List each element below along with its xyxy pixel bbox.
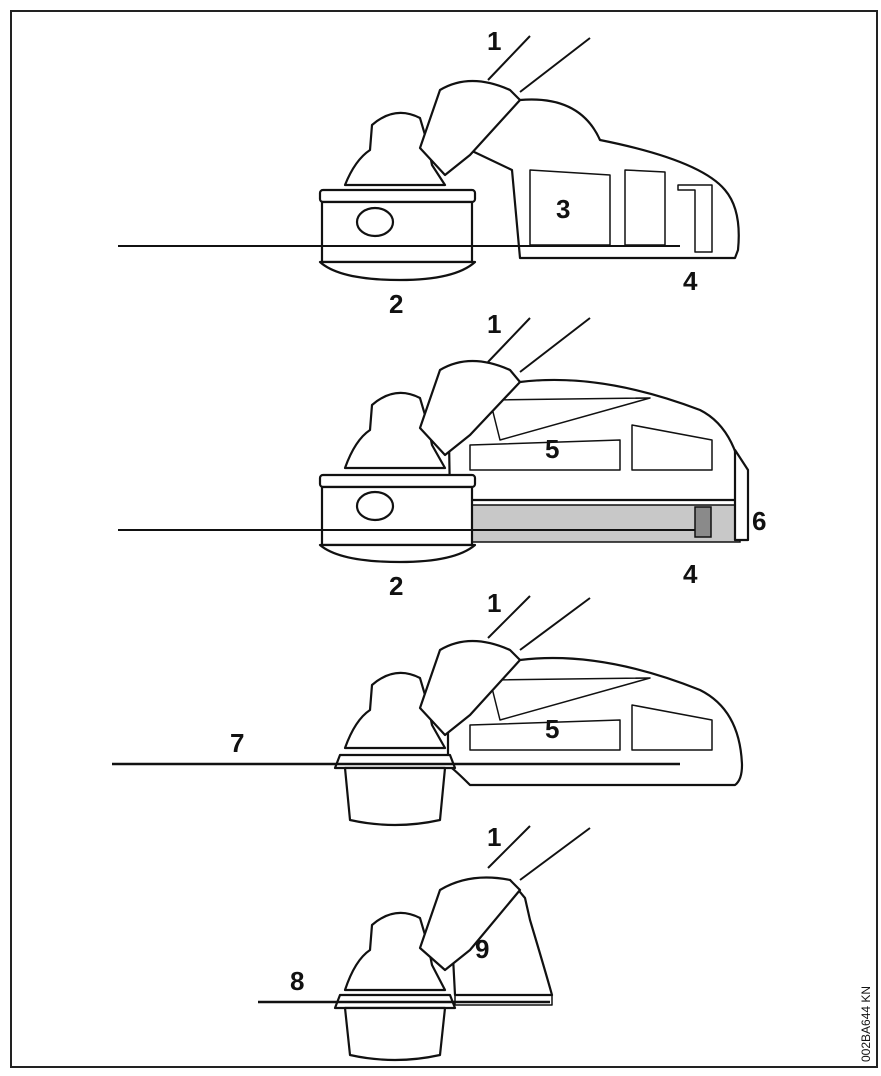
gearbox-housing <box>343 111 447 187</box>
line-limiter-blade <box>677 184 713 253</box>
head-cap <box>318 260 477 282</box>
label-9-fig4: 9 <box>475 934 489 964</box>
gearbox-arm <box>418 876 522 972</box>
head-top-rim <box>318 188 477 204</box>
label-7-fig3: 7 <box>230 728 244 758</box>
gearbox-housing <box>343 391 447 470</box>
shaft-line-a <box>487 825 531 869</box>
head-eyelet <box>355 490 395 522</box>
label-1-fig3: 1 <box>487 588 501 618</box>
mowing-head-body <box>320 485 474 547</box>
shaft-line-a <box>487 35 531 81</box>
line-limiter-blade <box>694 506 712 538</box>
head-cap <box>318 543 477 564</box>
guard-fin <box>489 677 651 721</box>
gearbox-housing <box>343 671 447 750</box>
label-6-fig2: 6 <box>752 506 766 536</box>
deflector-guard-shape <box>468 98 740 260</box>
label-1-fig2: 1 <box>487 309 501 339</box>
guard-rib <box>631 704 713 751</box>
blade-guard-edge <box>454 994 553 1006</box>
shaft-line-a <box>487 317 531 363</box>
guard-panel-5 <box>469 719 621 751</box>
gearbox-arm <box>418 360 522 457</box>
label-1-fig4: 1 <box>487 822 501 852</box>
gearbox-housing <box>343 911 447 992</box>
label-1-fig1: 1 <box>487 26 501 56</box>
label-8-fig4: 8 <box>290 966 304 996</box>
shaft-line-b <box>519 317 591 373</box>
skirt-clip-6 <box>733 448 750 542</box>
figure-3-guard-with-blade <box>112 595 744 827</box>
figure-1-guard-with-line-head <box>118 35 740 282</box>
figure-code: 002BA644 KN <box>859 986 873 1062</box>
shaft-line-b <box>519 827 591 881</box>
thrust-plate <box>343 766 447 827</box>
label-2-fig1: 2 <box>389 289 403 319</box>
thrust-plate <box>343 1006 447 1062</box>
figure-4-blade-guard <box>258 825 591 1062</box>
head-eyelet <box>355 206 395 238</box>
label-4-fig1: 4 <box>683 266 698 296</box>
shaft-line-a <box>487 595 531 639</box>
guard-rib <box>631 424 713 471</box>
head-top-rim <box>318 473 477 489</box>
guard-fin <box>489 397 651 441</box>
label-4-fig2: 4 <box>683 559 698 589</box>
shaft-line-b <box>519 597 591 651</box>
shaft-line-b <box>519 37 591 93</box>
label-5-fig3: 5 <box>545 714 559 744</box>
label-3-fig1: 3 <box>556 194 570 224</box>
label-5-fig2: 5 <box>545 434 559 464</box>
mowing-head-body <box>320 200 474 264</box>
figure-2-guard-with-skirt <box>118 317 750 564</box>
guard-panel-5 <box>469 439 621 471</box>
gearbox-arm <box>418 640 522 737</box>
label-2-fig2: 2 <box>389 571 403 601</box>
blade-hub-ring <box>333 753 457 770</box>
gearbox-arm <box>418 80 522 177</box>
